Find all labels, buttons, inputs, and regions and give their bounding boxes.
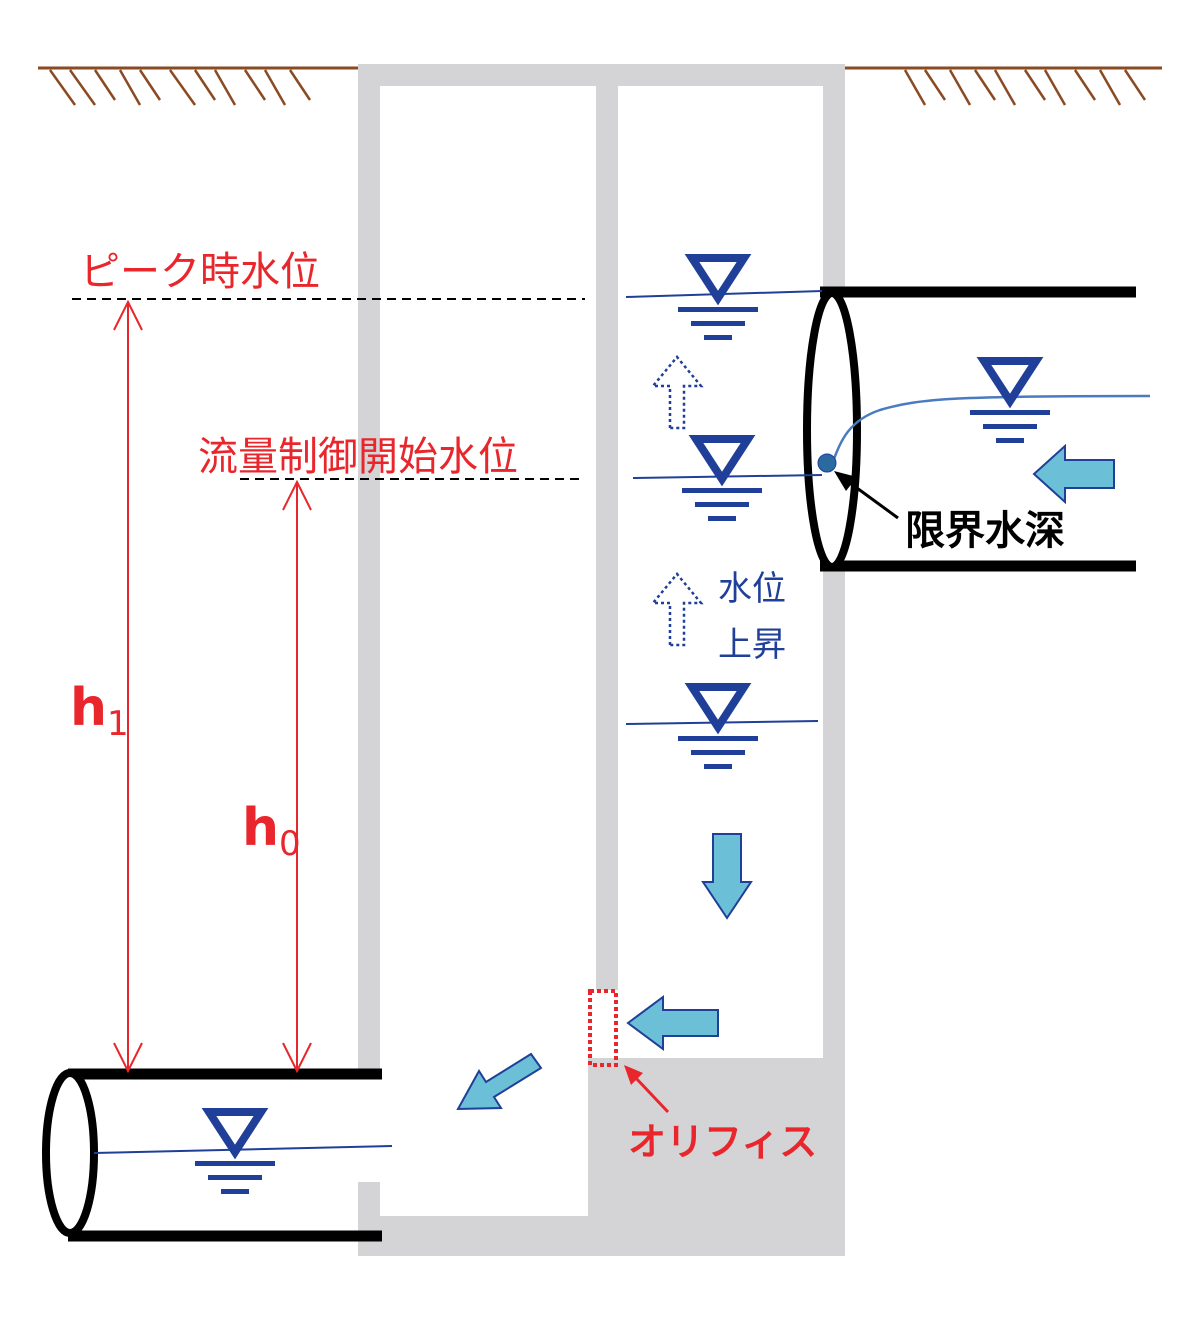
- orifice-pointer-arrow: [624, 1065, 670, 1114]
- h0-label: h0: [242, 798, 301, 864]
- outflow-arrow-icon: [456, 1052, 543, 1111]
- orifice-flow-arrow-icon: [626, 995, 719, 1051]
- rise-arrow-icon: [650, 572, 704, 647]
- water-rise-label-line2: 上昇: [718, 625, 786, 665]
- water-level-icon: [970, 361, 1050, 443]
- critical-depth-pointer-arrow: [834, 471, 899, 520]
- ground-right: [842, 66, 1162, 106]
- inlet-pipe: [803, 286, 1151, 572]
- rise-arrow-icon: [650, 355, 704, 430]
- h1-label: h1: [70, 678, 129, 744]
- inflow-arrow-icon: [1032, 443, 1115, 505]
- water-level-icon: [682, 439, 762, 521]
- h0-base: h: [242, 798, 279, 858]
- down-flow-arrow-icon: [701, 833, 753, 920]
- control-start-level-label: 流量制御開始水位: [198, 434, 518, 480]
- peak-level-label: ピーク時水位: [80, 249, 320, 295]
- water-level-icon: [195, 1112, 275, 1194]
- outlet-pipe: [42, 1068, 393, 1242]
- water-rise-label-line1: 水位: [718, 569, 786, 609]
- h0-dimension-arrow: [282, 479, 312, 1074]
- water-level-icon: [678, 687, 758, 769]
- orifice-label: オリフィス: [628, 1120, 817, 1164]
- h1-base: h: [70, 678, 107, 738]
- h0-subscript: 0: [279, 824, 301, 864]
- orifice-box: [588, 989, 618, 1067]
- h1-subscript: 1: [107, 704, 129, 744]
- manhole-structure: [358, 64, 845, 1256]
- h1-dimension-arrow: [113, 299, 143, 1074]
- water-level-icon: [678, 258, 758, 340]
- critical-depth-label: 限界水深: [905, 508, 1065, 554]
- ground-left: [38, 66, 358, 106]
